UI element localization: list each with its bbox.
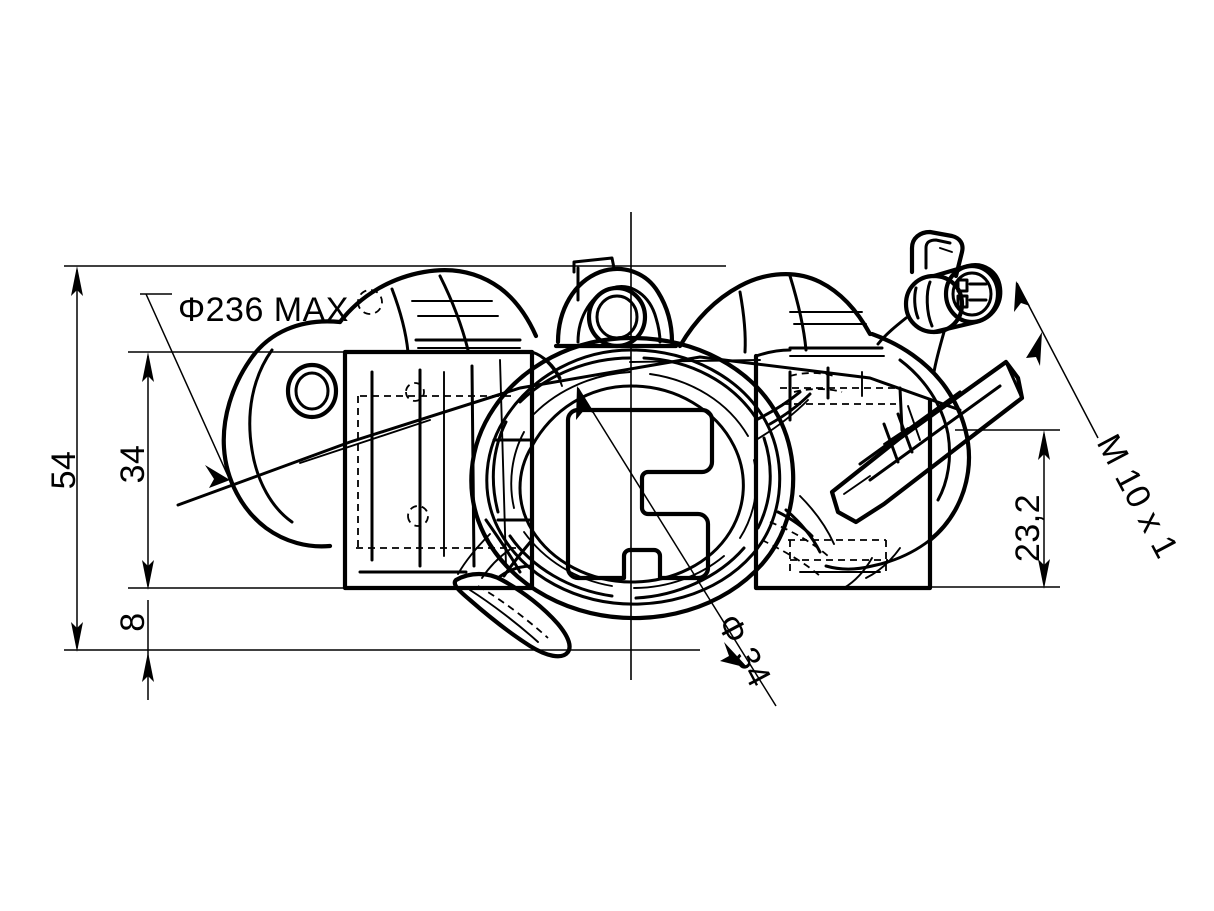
dimension-label-8: 8 <box>114 612 152 631</box>
connector-ring-1 <box>913 286 920 320</box>
left-fillet-top <box>530 350 562 380</box>
right-fillet-bottom-2 <box>799 495 835 545</box>
connector-face <box>943 263 1001 325</box>
bezel-arc-5 <box>508 534 614 598</box>
dimension-34: 34 <box>114 352 154 590</box>
bezel-arc-6 <box>491 420 508 514</box>
left-lug-inner-contour <box>248 348 294 524</box>
left-fillet-bot-3 <box>457 533 491 575</box>
disc-swept-line-upper <box>299 419 431 464</box>
bezel-inner-dash-1 <box>533 371 631 415</box>
port-boss-neck-1 <box>882 422 900 464</box>
upper-left-rib-b <box>438 274 470 352</box>
left-lug-outline <box>221 319 343 549</box>
port-flat-line-1 <box>858 390 962 466</box>
dimension-label-34: 34 <box>114 445 152 484</box>
connector-body-outer <box>903 273 965 335</box>
right-fillet-mid-2 <box>755 399 809 441</box>
dimension-label-232: 23,2 <box>1009 494 1047 562</box>
left-fillet-bot-2 <box>481 547 513 579</box>
right-hidden-detail-2 <box>761 539 821 577</box>
bezel-arc-4 <box>634 546 746 600</box>
annotation-label-thread: M 10 x 1 <box>1089 428 1186 564</box>
connector-shroud-inner <box>924 238 952 270</box>
connector-pin-1 <box>956 278 969 293</box>
connector-shroud-hl <box>939 247 953 253</box>
top-boss-outline <box>555 266 675 345</box>
top-boss-inner <box>576 285 662 344</box>
upper-right-hidden-boss <box>789 372 835 377</box>
connector-face-inner <box>951 271 993 317</box>
left-fillet-top-2 <box>539 355 563 387</box>
right-fillet-mid <box>754 390 802 422</box>
bezel-arc-3 <box>756 436 772 530</box>
upper-left-hidden-bore <box>357 289 383 315</box>
connector-pin-2 <box>956 294 969 309</box>
bezel-inner-dash-3 <box>739 459 758 539</box>
electrical-connector <box>903 229 1003 335</box>
bezel-arc-2 <box>642 356 758 420</box>
left-slab-hidden-bore <box>407 505 429 527</box>
dimension-8: 8 <box>114 600 154 700</box>
dimension-54: 54 <box>45 266 83 652</box>
port-flat-line-2 <box>868 384 1002 482</box>
bezel-arc-1 <box>518 356 632 404</box>
annotation-bore-diameter: Φ 34 <box>576 386 778 707</box>
top-boss-tab <box>572 256 616 274</box>
brand-logo <box>565 407 715 581</box>
right-lower-shoulder-rib2 <box>843 557 873 589</box>
right-outer-inner-contour <box>898 358 952 502</box>
piston-hub-outer <box>469 335 796 621</box>
right-outer-contour <box>869 331 972 543</box>
annotation-label-bore-diameter: Φ 34 <box>709 608 778 693</box>
piston-seal-ring <box>518 384 745 584</box>
connector-shroud <box>909 229 965 279</box>
hub-right-bridge-bot <box>776 510 814 538</box>
upper-left-body-outline <box>337 268 539 339</box>
connector-stem-right <box>932 330 946 374</box>
left-fillet-bot <box>496 564 534 580</box>
right-lower-shoulder <box>824 538 932 571</box>
disc-swept-line-lower <box>176 355 962 507</box>
upper-right-body-outline <box>677 272 873 349</box>
right-lower-shoulder-rib <box>865 547 901 579</box>
bezel-inner-dash-2 <box>649 373 749 437</box>
left-slab-rib-5 <box>499 359 507 567</box>
upper-right-rib-a <box>738 290 747 354</box>
right-fillet-top <box>754 348 792 358</box>
upper-right-hidden-boss2 <box>793 388 843 393</box>
port-boss-neck-3 <box>907 405 921 441</box>
dimension-label-54: 54 <box>45 451 83 490</box>
bleed-boss-hidden <box>477 585 549 639</box>
upper-left-rib-a <box>390 287 410 354</box>
top-boss-bore-outer <box>586 285 648 349</box>
port-end-face <box>1004 360 1024 400</box>
caliper-body-layer <box>221 229 1025 659</box>
left-slab-hidden-bore2 <box>405 382 425 402</box>
bezel-inner-dash-6 <box>510 431 525 509</box>
connector-ring-2 <box>925 280 934 328</box>
right-hidden-detail <box>769 521 829 557</box>
upper-right-rib-b <box>788 274 808 352</box>
dimension-232: 23,2 <box>1009 430 1050 589</box>
bleed-boss-outline <box>452 571 572 659</box>
dimension-layer: 54 34 8 23,2 M 10 x 1 <box>45 265 1186 707</box>
bleed-boss-hl <box>469 589 539 643</box>
hub-right-bridge-top <box>768 392 812 426</box>
piston-hub-outer-2 <box>485 348 782 606</box>
port-thread-line-1 <box>843 475 871 495</box>
left-lug-bore-inner <box>294 371 330 411</box>
left-lug-bore-outer <box>285 362 339 420</box>
port-boss-neck-2 <box>896 412 914 454</box>
connector-stem-left <box>876 316 908 346</box>
